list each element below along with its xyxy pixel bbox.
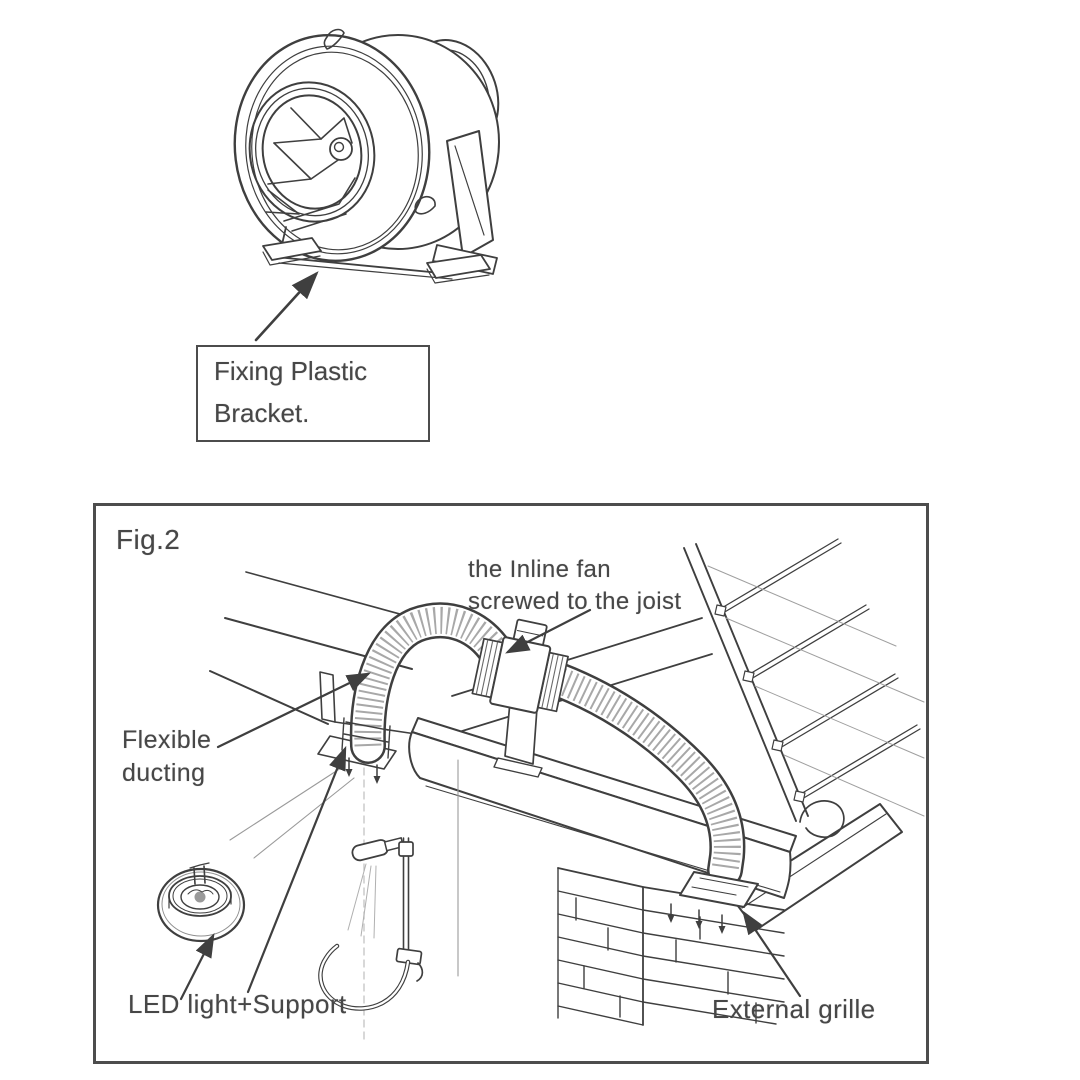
- bracket-callout-box: Fixing Plastic Bracket.: [196, 345, 430, 442]
- fan-vent-slot-top: [323, 28, 345, 50]
- support-arrow: [246, 745, 347, 994]
- label-inline-fan: the Inline fan screwed to the joist: [468, 554, 681, 618]
- fan-pedestal: [446, 130, 494, 258]
- shower: [318, 837, 424, 1011]
- bracket-callout-arrow: [254, 271, 319, 342]
- inline-fan-arrow: [505, 608, 592, 654]
- label-flexible-ducting-line2: ducting: [122, 759, 206, 787]
- flexible-ducting-arrow: [216, 672, 371, 749]
- inline-fan-drawing: [233, 28, 500, 342]
- roof: [683, 538, 925, 822]
- label-inline-fan-line1: the Inline fan: [468, 556, 612, 583]
- ceiling-connector: [341, 717, 391, 759]
- callout-line2: Bracket.: [214, 398, 310, 428]
- brick-pier: [557, 867, 785, 1026]
- figure-caption: Fig.2: [116, 524, 181, 555]
- external-grille-arrow: [742, 910, 802, 998]
- external-grille: [679, 871, 759, 908]
- fixing-screws: [345, 757, 726, 934]
- figure2-frame: Fig.2 the Inline fan screwed to the jois…: [93, 503, 929, 1064]
- light-rays: [229, 765, 355, 859]
- leader-arrows: [179, 608, 802, 1001]
- fan-impeller: [265, 107, 356, 232]
- flexible-duct-run: [530, 658, 746, 888]
- label-external-grille: External grille: [712, 994, 876, 1024]
- label-inline-fan-line2: screwed to the joist: [468, 588, 682, 615]
- callout-line1: Fixing Plastic: [214, 356, 368, 386]
- label-led-light: LED light+Support: [128, 989, 347, 1019]
- led-arrow: [179, 933, 215, 1001]
- label-flexible-ducting-line1: Flexible: [122, 726, 212, 754]
- fan-vent-slot-right: [414, 196, 436, 215]
- flexible-duct-arch: [349, 602, 514, 764]
- fan-bracket-base: [262, 226, 498, 284]
- label-flexible-ducting: Flexible ducting: [122, 724, 211, 790]
- figure2-drawing: [156, 538, 925, 1040]
- led-light: [156, 862, 246, 943]
